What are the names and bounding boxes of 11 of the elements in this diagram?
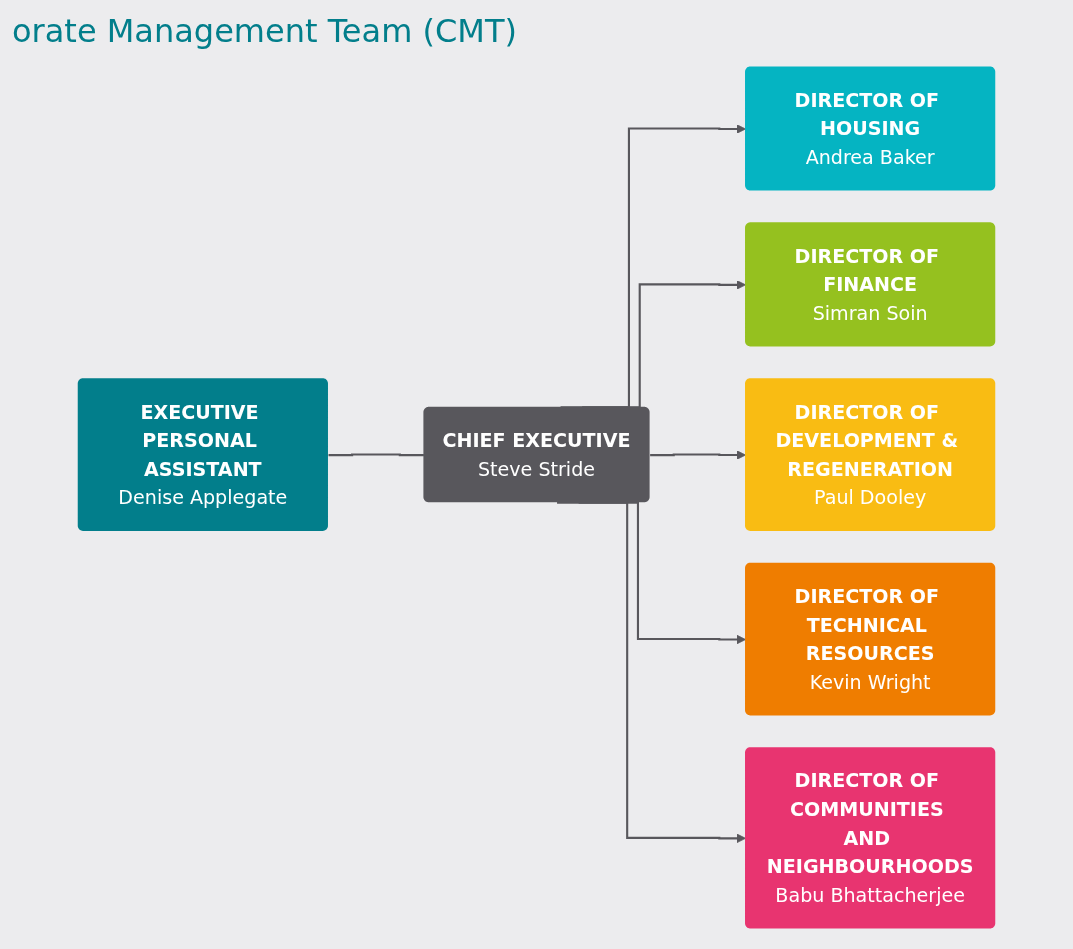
arrow	[557, 501, 746, 843]
node-box: DIRECTOR OF FINANCE Simran Soin	[745, 222, 996, 347]
node-box: CHIEF EXECUTIVE Steve Stride	[423, 406, 650, 503]
diagram-title: orate Management Team (CMT)	[12, 12, 518, 50]
node-box: DIRECTOR OF HOUSING Andrea Baker	[745, 66, 996, 191]
connector	[328, 453, 424, 457]
node-box: DIRECTOR OF TECHNICAL RESOURCES Kevin Wright	[745, 562, 996, 716]
arrow	[650, 450, 746, 460]
node-box: EXECUTIVE PERSONAL ASSISTANT Denise Applegate	[77, 378, 328, 531]
node-box: DIRECTOR OF DEVELOPMENT & REGENERATION Paul Dooley	[745, 378, 996, 531]
node-box: DIRECTOR OF COMMUNITIES AND NEIGHBOURHOODS Babu Bhattacherjee	[745, 747, 996, 929]
